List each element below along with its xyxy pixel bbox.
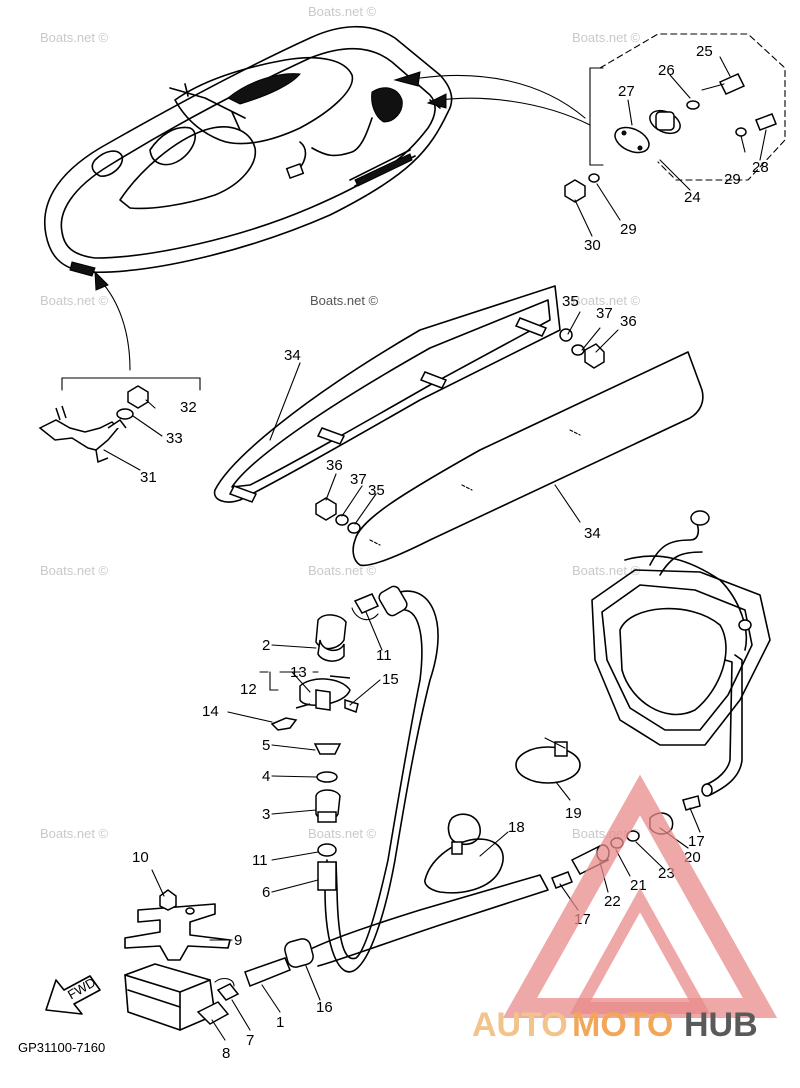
callout-32: 32 bbox=[180, 399, 197, 416]
callout-8: 8 bbox=[222, 1045, 230, 1062]
callout-30: 30 bbox=[584, 237, 601, 254]
callout-27: 27 bbox=[618, 83, 635, 100]
callout-5: 5 bbox=[262, 737, 270, 754]
brand-hub: HUB bbox=[684, 1006, 758, 1044]
watermark: Boats.net © bbox=[40, 293, 109, 308]
watermark: Boats.net © bbox=[40, 563, 109, 578]
hose-assembly bbox=[244, 585, 549, 987]
callout-leaders bbox=[103, 56, 767, 1041]
brand-auto: AUTO bbox=[472, 1006, 568, 1044]
fwd-label: FWD bbox=[65, 975, 98, 1003]
callout-25: 25 bbox=[696, 43, 713, 60]
callout-37: 37 bbox=[596, 305, 613, 322]
callout-2: 2 bbox=[262, 637, 270, 654]
callout-17: 17 bbox=[688, 833, 705, 850]
callout-11: 11 bbox=[376, 647, 392, 664]
watermark: Boats.net © bbox=[40, 826, 109, 841]
logo-inner-triangle-icon bbox=[569, 887, 711, 1014]
watercraft-illustration bbox=[44, 25, 453, 277]
callout-12: 12 bbox=[240, 681, 257, 698]
callout-numbers: 1 2 3 4 5 6 7 8 9 10 11 11 12 13 14 15 1… bbox=[132, 43, 769, 1062]
bracket-9-10 bbox=[124, 889, 231, 961]
callout-34b: 34 bbox=[584, 525, 601, 542]
callout-33: 33 bbox=[166, 430, 183, 447]
drain-plug-assembly bbox=[564, 33, 786, 203]
callout-37b: 37 bbox=[350, 471, 367, 488]
watermark: Boats.net © bbox=[308, 4, 377, 19]
callout-1: 1 bbox=[276, 1014, 284, 1031]
callout-34: 34 bbox=[284, 347, 301, 364]
callout-21: 21 bbox=[630, 877, 647, 894]
filter-8 bbox=[124, 963, 240, 1031]
callout-6: 6 bbox=[262, 884, 270, 901]
callout-22: 22 bbox=[604, 893, 621, 910]
watermark-inline: Boats.net © bbox=[310, 293, 379, 308]
callout-18: 18 bbox=[508, 819, 525, 836]
callout-7: 7 bbox=[246, 1032, 254, 1049]
callout-26: 26 bbox=[658, 62, 675, 79]
callout-10: 10 bbox=[132, 849, 149, 866]
callout-24: 24 bbox=[684, 189, 701, 206]
jet-nozzle bbox=[591, 510, 771, 797]
watermarks: Boats.net © Boats.net © Boats.net © Boat… bbox=[40, 4, 641, 841]
callout-14: 14 bbox=[202, 703, 219, 720]
callout-35b: 35 bbox=[368, 482, 385, 499]
callout-15: 15 bbox=[382, 671, 399, 688]
watermark: Boats.net © bbox=[308, 826, 377, 841]
callout-29: 29 bbox=[724, 171, 741, 188]
diagram-code: GP31100-7160 bbox=[18, 1040, 105, 1055]
fitting-31-assembly bbox=[38, 385, 149, 464]
watermark: Boats.net © bbox=[572, 30, 641, 45]
callout-28: 28 bbox=[752, 159, 769, 176]
callout-36b: 36 bbox=[326, 457, 343, 474]
callout-29b: 29 bbox=[620, 221, 637, 238]
callout-4: 4 bbox=[262, 768, 270, 785]
callout-31: 31 bbox=[140, 469, 157, 486]
brand-moto: MOTO bbox=[572, 1006, 673, 1044]
watermark: Boats.net © bbox=[572, 563, 641, 578]
leader-arrows bbox=[61, 71, 591, 391]
callout-13: 13 bbox=[290, 664, 307, 681]
callout-9: 9 bbox=[234, 932, 242, 949]
callout-11b: 11 bbox=[252, 852, 268, 869]
clamp-18-19 bbox=[424, 737, 581, 894]
watermark: Boats.net © bbox=[308, 563, 377, 578]
callout-36: 36 bbox=[620, 313, 637, 330]
callout-16: 16 bbox=[316, 999, 333, 1016]
callout-3: 3 bbox=[262, 806, 270, 823]
watermark: Boats.net © bbox=[40, 30, 109, 45]
rail-bracket-34 bbox=[213, 285, 704, 567]
callout-35: 35 bbox=[562, 293, 579, 310]
watermark: Boats.net © bbox=[572, 293, 641, 308]
fwd-arrow: FWD bbox=[45, 975, 101, 1015]
callout-19: 19 bbox=[565, 805, 582, 822]
brand-logo: AUTO MOTO HUB bbox=[472, 774, 778, 1044]
